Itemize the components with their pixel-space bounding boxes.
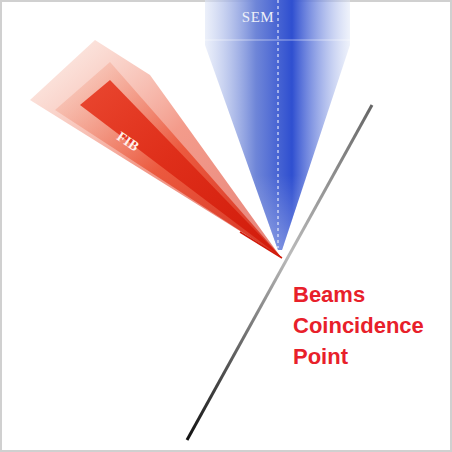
- callout-text: Beams Coincidence Point: [293, 279, 443, 372]
- beam-label: SEM: [242, 9, 274, 26]
